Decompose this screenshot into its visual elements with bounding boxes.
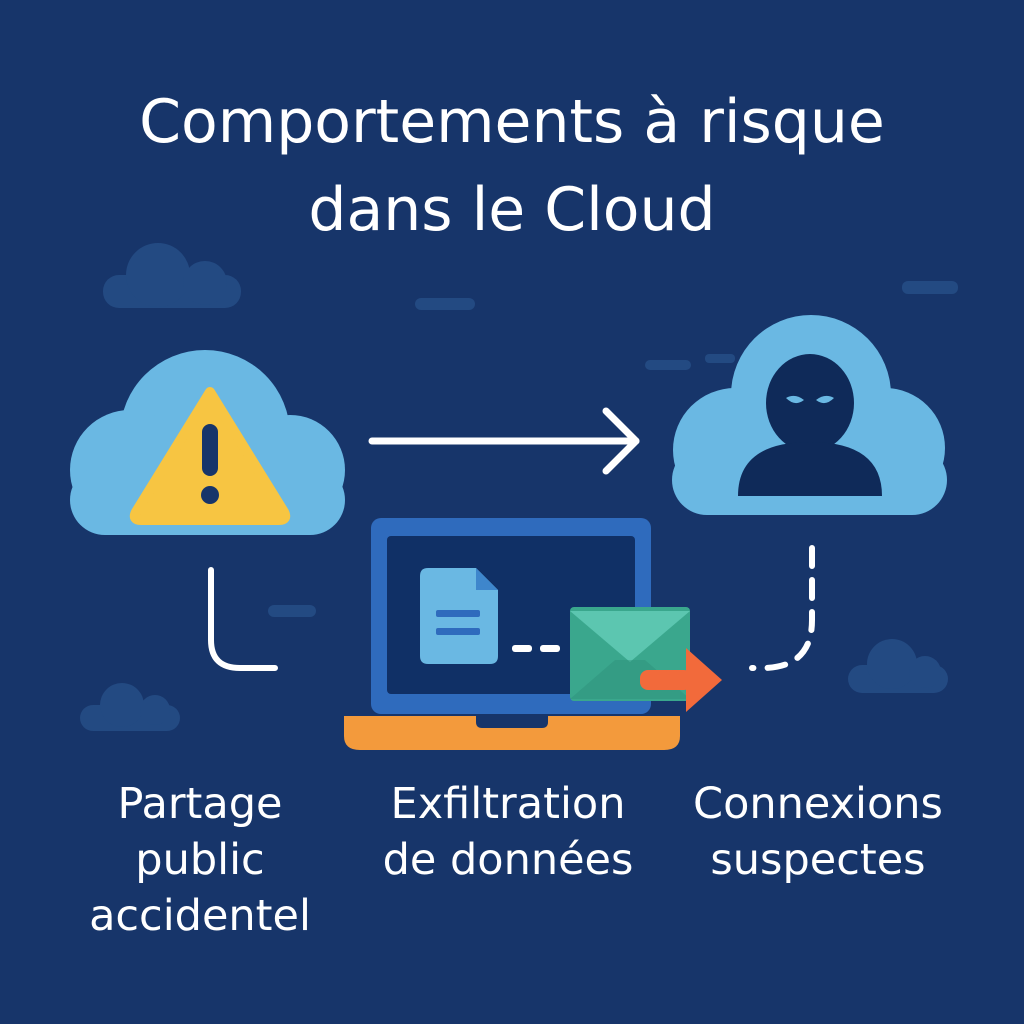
label-connexions-suspectes: Connexions suspectes <box>668 776 968 888</box>
connector-left <box>208 567 278 671</box>
label-line: de données <box>382 835 634 885</box>
title-line-2: dans le Cloud <box>308 175 716 245</box>
arrow-right-icon <box>368 407 640 475</box>
label-line: Connexions <box>693 779 943 829</box>
laptop-document-icon <box>344 518 722 750</box>
background-cloud-top-left-icon <box>103 243 241 308</box>
intruder-silhouette-icon <box>738 354 882 496</box>
label-partage-public: Partage public accidentel <box>40 776 360 944</box>
document-icon <box>420 568 498 664</box>
warning-triangle-icon <box>129 387 291 525</box>
exfiltration-arrow-icon <box>640 648 722 712</box>
label-line: accidentel <box>89 891 311 941</box>
label-line: Exfiltration <box>390 779 626 829</box>
background-dash-decorations <box>268 281 958 617</box>
cloud-intruder-icon <box>672 315 947 515</box>
page-title: Comportements à risque dans le Cloud <box>0 78 1024 254</box>
cloud-warning-icon <box>70 350 345 535</box>
label-line: public <box>135 835 265 885</box>
label-line: suspectes <box>710 835 926 885</box>
background-cloud-bottom-left-icon <box>80 683 180 731</box>
data-flow-dashes <box>512 645 560 652</box>
background-cloud-right-icon <box>848 639 948 693</box>
connector-right-dashed <box>749 545 815 671</box>
label-exfiltration: Exfiltration de données <box>348 776 668 888</box>
title-line-1: Comportements à risque <box>139 87 885 157</box>
label-line: Partage <box>117 779 283 829</box>
